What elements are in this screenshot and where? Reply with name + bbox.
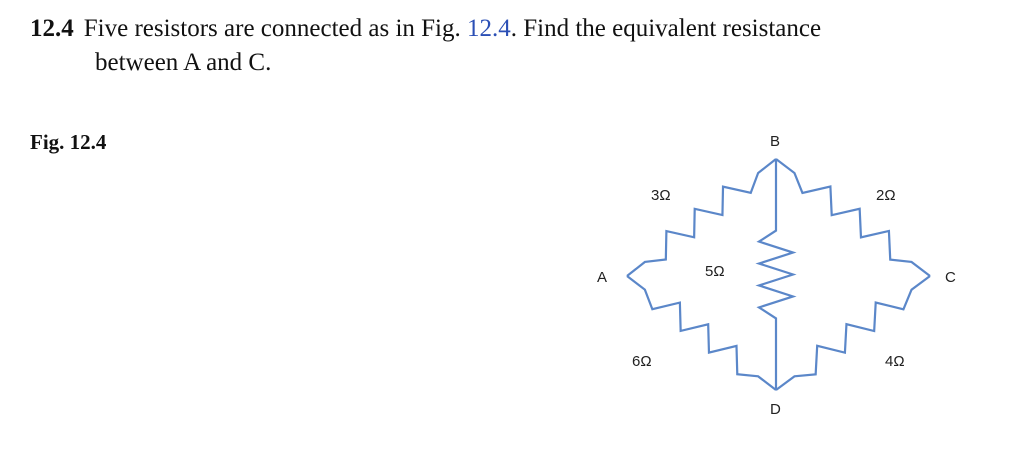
resistor-2ohm: [775, 158, 931, 277]
node-label-b: B: [770, 133, 780, 150]
resistor-label-dc: 4Ω: [885, 353, 905, 370]
resistor-6ohm: [626, 275, 777, 391]
problem-text-cont: . Find the equivalent resistance: [510, 15, 822, 42]
resistor-5ohm: [755, 159, 797, 390]
problem-text: Five resistors are connected as in Fig.: [83, 15, 461, 42]
node-label-d: D: [770, 401, 781, 418]
resistor-label-bc: 2Ω: [876, 187, 896, 204]
resistor-label-bd: 5Ω: [705, 263, 725, 280]
resistor-label-ab: 3Ω: [651, 187, 671, 204]
resistor-label-ad: 6Ω: [632, 353, 652, 370]
resistor-4ohm: [775, 275, 931, 391]
problem-text-line2: between A and C.: [95, 49, 272, 76]
figure-label: Fig. 12.4: [30, 130, 107, 154]
node-label-c: C: [945, 269, 956, 286]
resistor-3ohm: [626, 158, 777, 277]
node-label-a: A: [597, 269, 607, 286]
problem-number: 12.4: [30, 15, 74, 42]
figure-link[interactable]: 12.4: [467, 15, 511, 42]
